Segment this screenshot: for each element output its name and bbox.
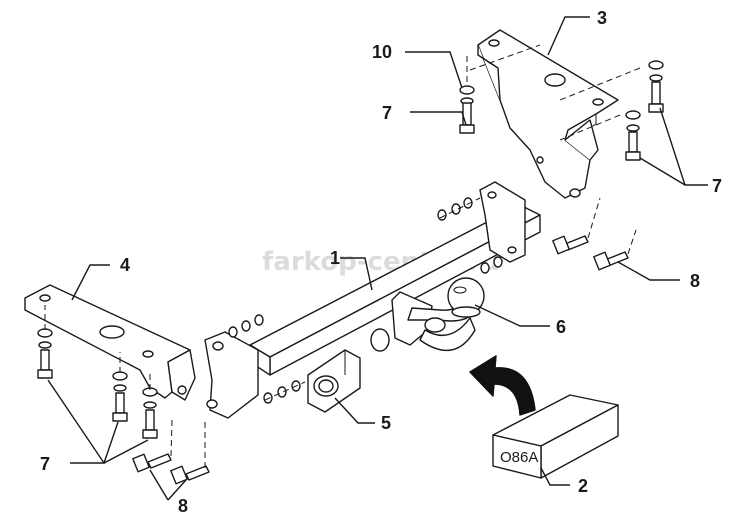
left-mounting-bracket	[24, 284, 196, 401]
kit-box-arrow	[469, 355, 536, 416]
right-bracket-bolts	[459, 44, 664, 271]
callout-6: 6	[556, 317, 566, 337]
callout-3: 3	[597, 8, 607, 28]
callout-8-right: 8	[690, 271, 700, 291]
callout-7-left: 7	[40, 454, 50, 474]
callout-8-bottom: 8	[178, 496, 188, 516]
kit-box-label: O86A	[500, 449, 538, 466]
callout-5: 5	[381, 413, 391, 433]
tow-ball	[370, 277, 485, 352]
beam-fasteners	[228, 197, 503, 404]
leader-lines	[47, 16, 708, 501]
callout-4: 4	[120, 255, 130, 275]
callout-2: 2	[578, 476, 588, 496]
callout-1: 1	[330, 248, 340, 268]
socket-bracket	[307, 349, 361, 413]
callout-7-top: 7	[382, 103, 392, 123]
callout-10: 10	[372, 42, 392, 62]
main-cross-beam	[204, 181, 541, 419]
kit-box	[492, 394, 619, 479]
callout-7-right: 7	[712, 176, 722, 196]
right-mounting-bracket	[477, 29, 619, 199]
left-bracket-bolts	[37, 305, 210, 485]
